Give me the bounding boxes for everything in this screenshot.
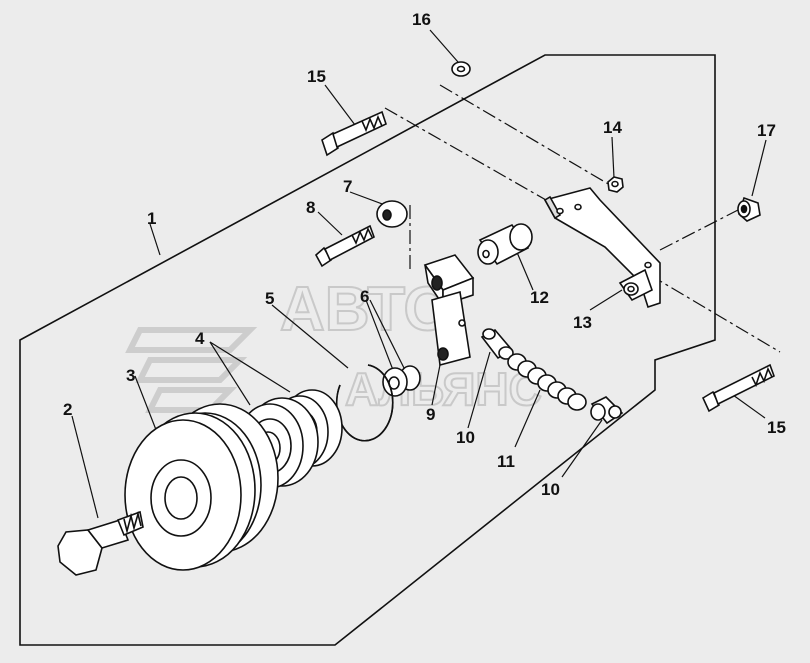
callout-8: 8 <box>306 198 315 217</box>
callout-15-upper: 15 <box>307 67 326 86</box>
lever-part-9 <box>423 254 475 367</box>
callout-12: 12 <box>530 288 549 307</box>
watermark-line2: АЛЬЯНС <box>345 363 542 415</box>
callout-1: 1 <box>147 209 156 228</box>
callout-10-upper: 10 <box>456 428 475 447</box>
callout-labels: 1 2 3 4 5 6 7 8 9 10 10 11 12 13 14 15 1… <box>63 10 786 499</box>
spring-part-11 <box>507 353 587 411</box>
callout-15-lower: 15 <box>767 418 786 437</box>
callout-11: 11 <box>497 452 515 471</box>
callout-6: 6 <box>360 287 369 306</box>
pulley-part-3 <box>124 403 279 571</box>
washer-part-16 <box>451 61 471 77</box>
assembly-outline <box>19 54 716 646</box>
callout-4: 4 <box>195 329 205 348</box>
callout-9: 9 <box>426 405 435 424</box>
watermark-emblem <box>125 327 258 413</box>
leader-lines <box>71 29 767 519</box>
bushing-part-17 <box>737 196 761 222</box>
washer-part-7 <box>376 200 408 228</box>
bolt-part-2 <box>57 510 144 576</box>
callout-2: 2 <box>63 400 72 419</box>
callout-5: 5 <box>265 289 274 308</box>
bolt-part-15-lower <box>701 363 775 413</box>
nut-part-14 <box>607 176 624 193</box>
sleeve-part-12 <box>477 223 533 266</box>
bolt-part-8 <box>314 224 375 268</box>
callout-3: 3 <box>126 366 135 385</box>
callout-10-lower: 10 <box>541 480 560 499</box>
bracket-part-13 <box>543 187 661 309</box>
bolt-part-15-upper <box>321 110 387 157</box>
callout-17: 17 <box>757 121 776 140</box>
callout-16: 16 <box>412 10 431 29</box>
fitting-part-10-upper <box>480 328 514 360</box>
callout-7: 7 <box>343 177 352 196</box>
assembly-centerlines <box>384 84 781 353</box>
watermark-logo: АВТО АЛЬЯНС <box>125 274 543 416</box>
callout-14: 14 <box>603 118 622 137</box>
fitting-part-10-lower <box>590 396 624 425</box>
callout-13: 13 <box>573 313 592 332</box>
watermark-line1: АВТО <box>280 275 452 344</box>
